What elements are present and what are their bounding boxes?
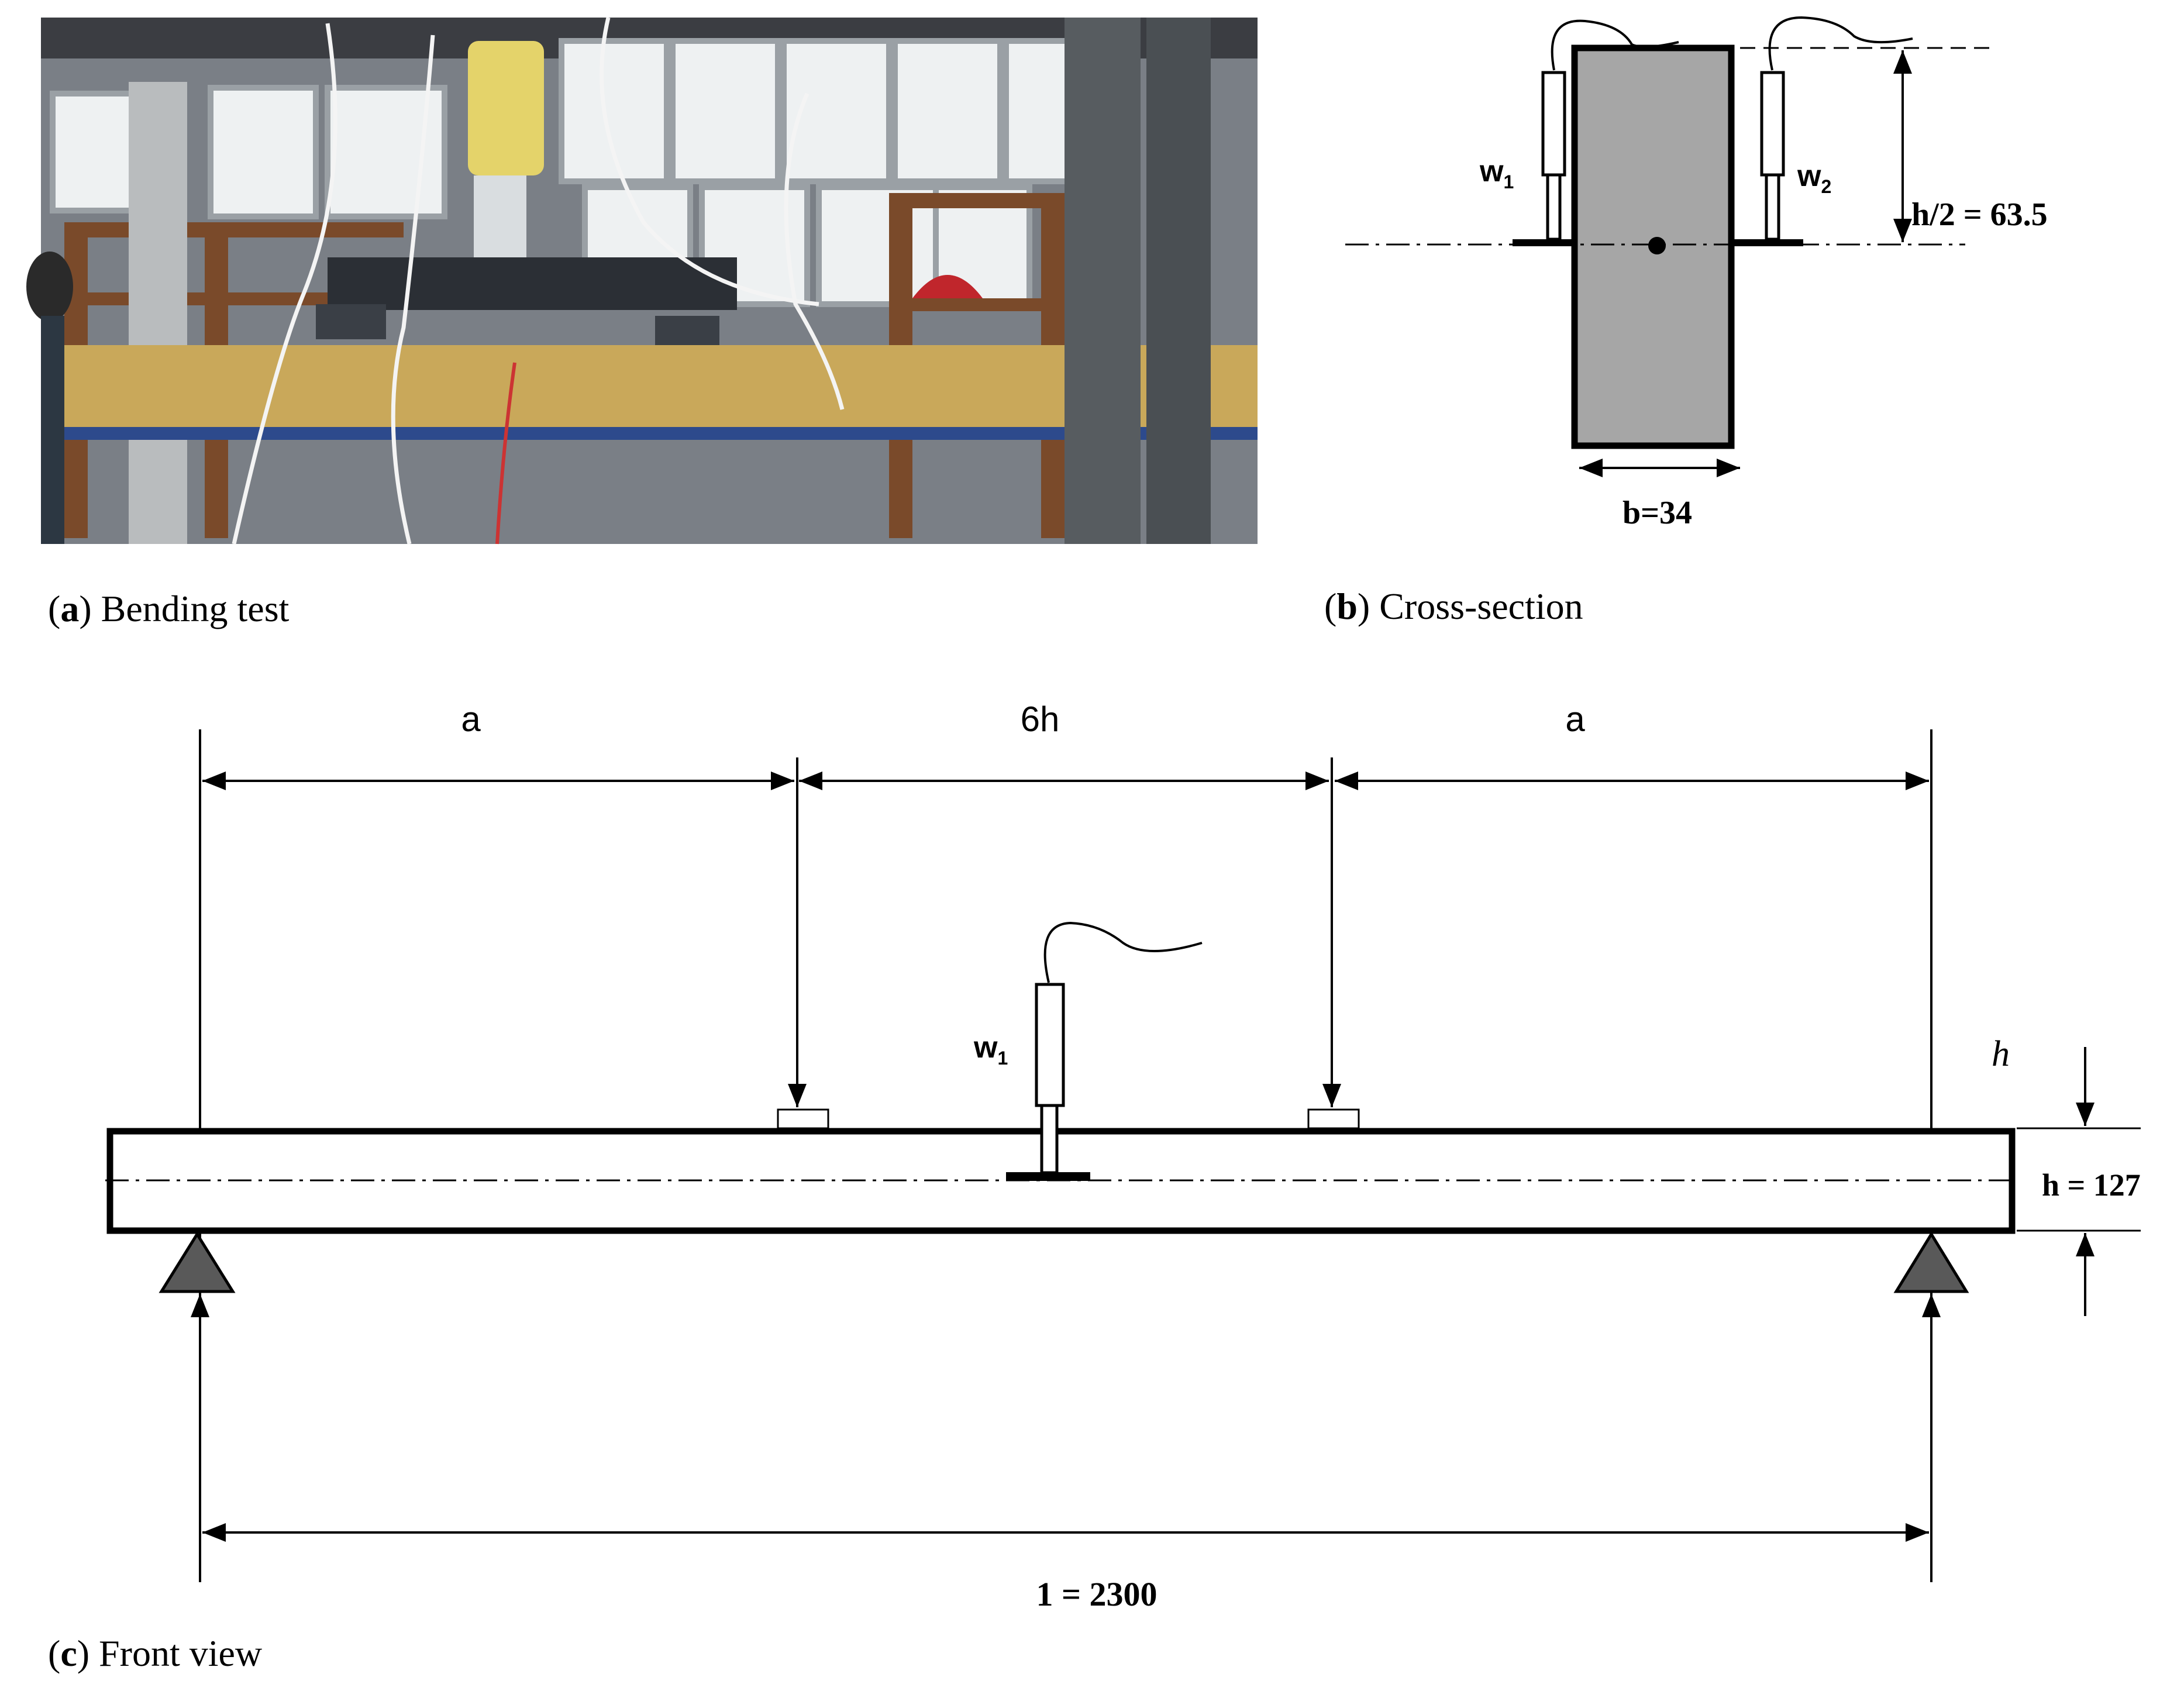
panel-b-title: Cross-section [1379,585,1583,627]
span-label: 1 = 2300 [1036,1575,1157,1613]
right-support-triangle [1893,1231,1969,1293]
left-loading-plate [777,1108,829,1129]
panel-a-letter: a [60,588,79,629]
left-support-triangle [159,1231,236,1293]
dim-left-label: a [461,700,481,739]
front-view-diagram: a 6h a w1 1 = 2300 h h [105,700,2141,1613]
panel-c-letter: c [60,1632,77,1674]
panel-c-caption: (c) Front view [48,1632,262,1674]
gauge-w2-label: w2 [1797,159,1831,197]
bending-test-photo [26,17,1258,545]
panel-c-title: Front view [99,1632,262,1674]
midspan-gauge-label: w1 [973,1031,1008,1069]
width-label: b=34 [1623,495,1692,531]
half-height-label: h/2 = 63.5 [1911,197,2048,233]
panel-a-title: Bending test [101,588,290,629]
centroid-dot [1648,237,1666,254]
panel-b-letter: b [1336,585,1358,627]
panel-b-caption: (b) Cross-section [1324,585,1583,627]
midspan-gauge-sensor [1006,921,1203,1181]
cross-section-diagram: w1 w2 h/2 = 63.5 b=34 [1345,16,2048,531]
height-symbol: h [1992,1034,2010,1074]
dim-right-label: a [1565,700,1585,739]
dim-middle-label: 6h [1021,700,1060,739]
panel-a-caption: (a) Bending test [48,588,290,629]
gauge-w1-sensor [1513,19,1679,246]
height-value-label: h = 127 [2042,1167,2141,1203]
gauge-w1-label: w1 [1479,154,1514,192]
gauge-w2-sensor [1734,16,1913,246]
right-loading-plate [1307,1108,1360,1129]
